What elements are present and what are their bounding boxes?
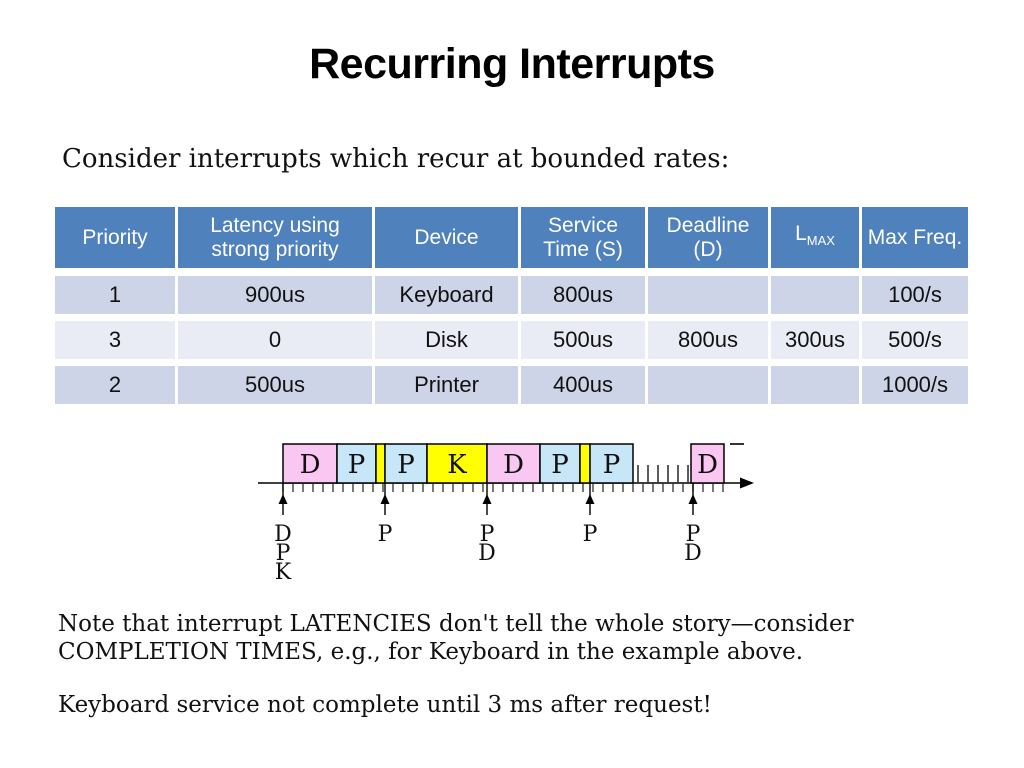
up-arrow-icon — [278, 494, 288, 504]
request-label: P — [583, 522, 598, 547]
table-header-cell: Deadline (D) — [648, 207, 771, 276]
segment-label: P — [397, 450, 415, 480]
service-segment-keyboard — [579, 443, 591, 484]
service-segment-keyboard — [426, 443, 488, 484]
segment-label: P — [603, 450, 621, 480]
slide-title: Recurring Interrupts — [309, 40, 715, 88]
table-cell: 3 — [55, 321, 178, 366]
table-cell: 800us — [521, 276, 648, 321]
table-cell: 400us — [521, 366, 648, 411]
segment-label: K — [447, 450, 467, 480]
service-segment-disk — [282, 443, 338, 484]
request-label: P — [378, 522, 393, 547]
table-cell — [771, 276, 862, 321]
up-arrow-icon — [585, 494, 595, 504]
request-label: D — [478, 541, 496, 566]
service-segment-keyboard — [375, 443, 386, 484]
note-second-text: Keyboard service not complete until 3 ms… — [58, 692, 712, 718]
table-header-cell: Service Time (S) — [521, 207, 648, 276]
table-cell — [648, 366, 771, 411]
table-cell: 100/s — [862, 276, 968, 321]
up-arrow-icon — [688, 494, 698, 504]
request-label: P — [686, 522, 701, 547]
table-cell: 500/s — [862, 321, 968, 366]
table-header-cell: Max Freq. — [862, 207, 968, 276]
up-arrow-icon — [380, 494, 390, 504]
segment-label: D — [300, 450, 321, 480]
axis-arrowhead-icon — [740, 477, 754, 489]
intro-text: Consider interrupts which recur at bound… — [62, 144, 730, 174]
segment-label: P — [551, 450, 569, 480]
request-label: P — [276, 541, 291, 566]
table-cell: 2 — [55, 366, 178, 411]
table-cell — [771, 366, 862, 411]
note-text: Note that interrupt LATENCIES don't tell… — [58, 610, 978, 666]
table-cell: Printer — [375, 366, 521, 411]
service-segment-disk — [690, 443, 725, 484]
table-header-cell: Device — [375, 207, 521, 276]
request-label: D — [274, 522, 292, 547]
table-cell: 500us — [521, 321, 648, 366]
request-label: D — [684, 541, 702, 566]
segment-label: D — [503, 450, 524, 480]
service-segment-printer — [384, 443, 428, 484]
table-cell: Keyboard — [375, 276, 521, 321]
table-cell: 800us — [648, 321, 771, 366]
table-cell: Disk — [375, 321, 521, 366]
table-cell: 300us — [771, 321, 862, 366]
up-arrow-icon — [482, 494, 492, 504]
service-segment-printer — [539, 443, 581, 484]
service-segment-printer — [589, 443, 634, 484]
table-cell: 900us — [178, 276, 375, 321]
request-label: P — [480, 522, 495, 547]
note-line-2: COMPLETION TIMES, e.g., for Keyboard in … — [58, 639, 804, 665]
table-header-cell: Priority — [55, 207, 178, 276]
table-cell: 0 — [178, 321, 375, 366]
table-cell — [648, 276, 771, 321]
table-header-cell: LMAX — [771, 207, 862, 276]
table-header-cell: Latency using strong priority — [178, 207, 375, 276]
subscript-label: MAX — [806, 233, 835, 249]
table-cell: 1000/s — [862, 366, 968, 411]
table-cell: 500us — [178, 366, 375, 411]
note-line-1: Note that interrupt LATENCIES don't tell… — [58, 611, 854, 637]
table-cell: 1 — [55, 276, 178, 321]
segment-label: P — [348, 450, 366, 480]
request-label: K — [275, 560, 292, 585]
segment-label: D — [697, 450, 718, 480]
